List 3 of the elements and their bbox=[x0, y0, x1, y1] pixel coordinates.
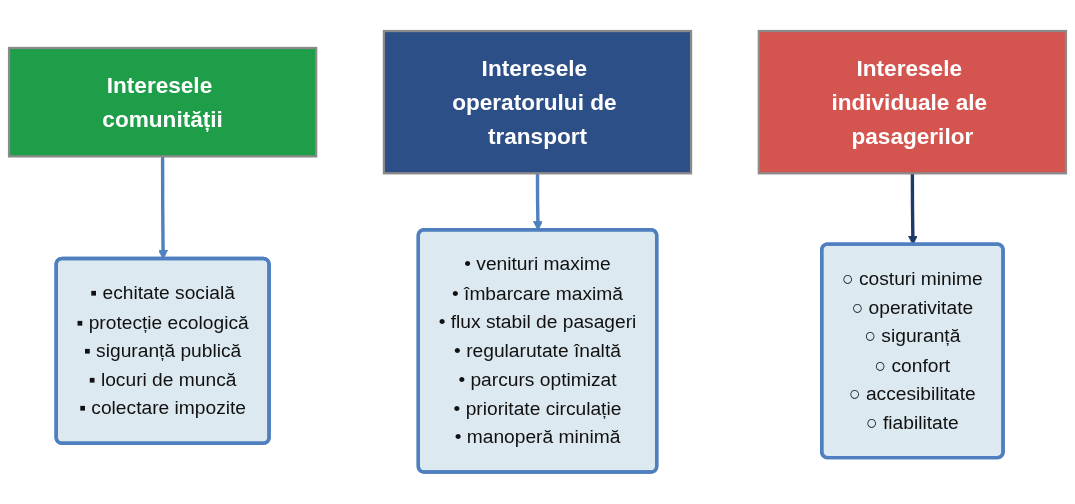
node-box: Interesele individuale ale pasagerilor bbox=[757, 30, 1068, 175]
node-box: Interesele comunității bbox=[7, 47, 318, 158]
node-box: Interesele operatorului de transport bbox=[382, 30, 693, 175]
